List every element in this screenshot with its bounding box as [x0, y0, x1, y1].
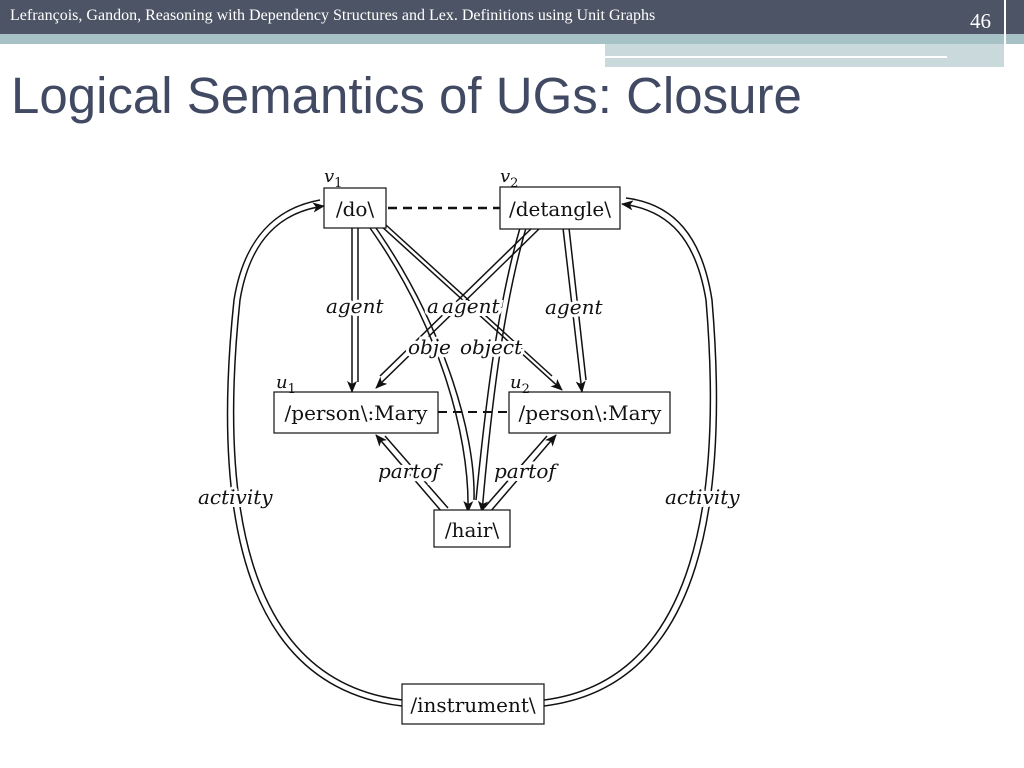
node-person2-suffix: :Mary [601, 401, 662, 425]
edge-label-activity-right: activity [665, 485, 740, 509]
slide-header-text: Lefrançois, Gandon, Reasoning with Depen… [10, 7, 656, 24]
svg-text:/instrument\: /instrument\ [410, 693, 536, 717]
node-do-label: do [343, 197, 368, 221]
edge-label-agent-right: agent [545, 295, 603, 319]
edge-detangle-object-hair [477, 227, 527, 513]
svg-text:/detangle\: /detangle\ [509, 197, 611, 221]
node-person-mary-1: u1 /person\:Mary [273, 372, 439, 434]
edge-label-agent-middle: agent [442, 294, 500, 318]
edges [226, 197, 718, 707]
node-person1-suffix: :Mary [367, 401, 428, 425]
edge-label-partof-left: partof [378, 459, 443, 483]
svg-text:/person\:Mary: /person\:Mary [519, 401, 663, 425]
header-stripe-line [605, 56, 947, 58]
svg-text:/do\: /do\ [336, 197, 375, 221]
node-instrument: /instrument\ [401, 683, 545, 725]
edge-hair-partof-person2 [489, 434, 557, 513]
node-instrument-label: instrument [417, 693, 529, 717]
node-do: v1 /do\ [323, 166, 387, 229]
svg-text:/hair\: /hair\ [445, 518, 500, 542]
edge-hair-partof-person1 [375, 434, 443, 513]
node-person2-label: person [525, 401, 595, 425]
header-stripe-white [0, 44, 605, 47]
header-stripe-teal [0, 34, 1024, 44]
edge-label-object-right: object [460, 335, 523, 359]
edge-label-activity-left: activity [198, 485, 273, 509]
edge-label-object-left: obje [408, 335, 451, 359]
unit-graph-diagram: agent a agent agent obje object partof p… [195, 166, 743, 725]
node-hair: /hair\ [433, 509, 511, 548]
node-hair-label: hair [452, 518, 493, 542]
node-detangle: v2 /detangle\ [499, 166, 621, 230]
slide-number: 46 [970, 9, 991, 33]
node-detangle-label: detangle [516, 197, 605, 221]
edge-do-object-hair [369, 227, 474, 513]
slide-title: Logical Semantics of UGs: Closure [11, 67, 802, 124]
header-stripe-light [605, 44, 1004, 67]
node-do-var: v1 [324, 166, 342, 191]
edge-instrument-activity-detangle [543, 200, 712, 701]
header-stripe-edge [1004, 0, 1006, 70]
edge-do-agent-person2 [379, 224, 563, 391]
node-person1-label: person [291, 401, 361, 425]
edge-detangle-agent-person2 [562, 227, 586, 393]
edge-label-agent-left: agent [326, 294, 384, 318]
edge-instrument-activity-do [232, 202, 403, 701]
edge-label-agent-hidden: a [427, 294, 439, 318]
edge-label-partof-right: partof [494, 459, 559, 483]
slide-header-bar: Lefrançois, Gandon, Reasoning with Depen… [0, 0, 1024, 34]
node-person-mary-2: u2 /person\:Mary [508, 372, 671, 434]
svg-text:/person\:Mary: /person\:Mary [285, 401, 429, 425]
